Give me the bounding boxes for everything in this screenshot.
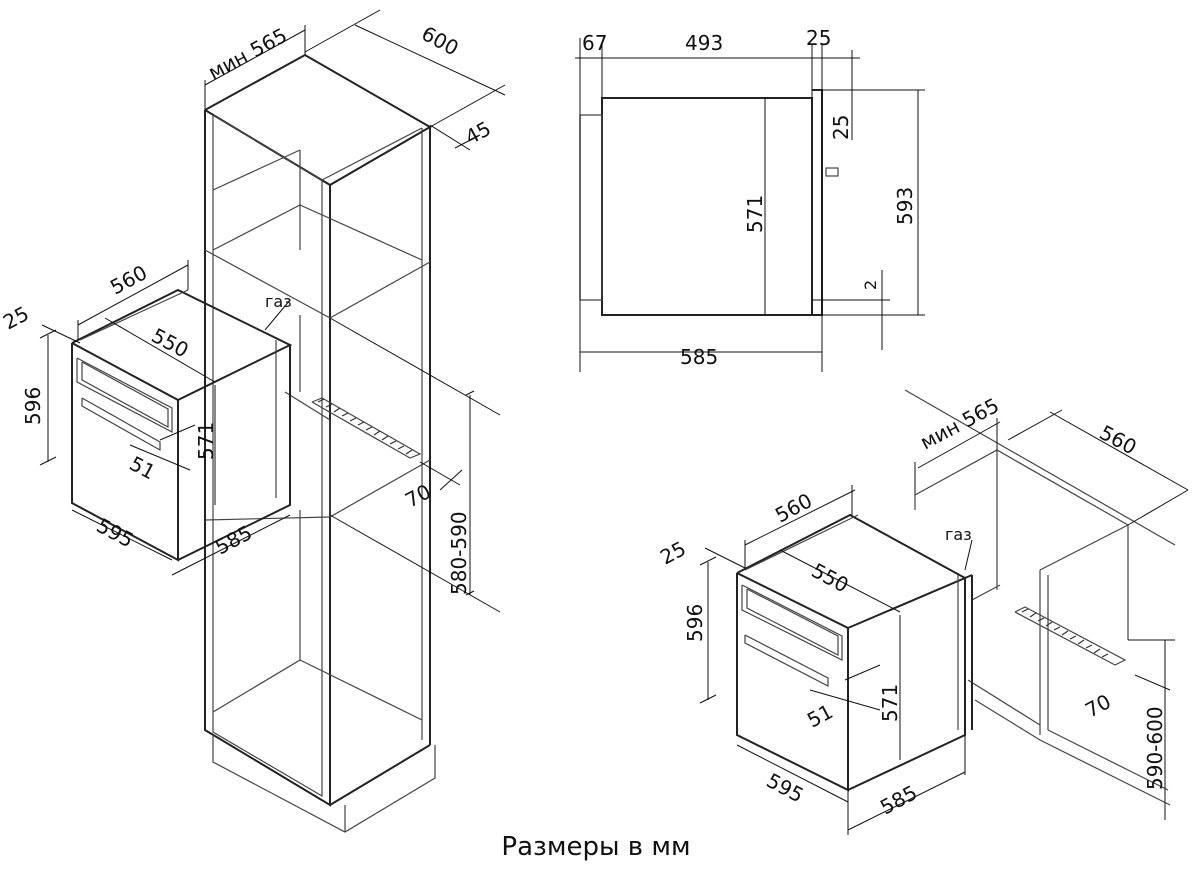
cabinet-niche-height-label: 580-590 — [447, 511, 471, 595]
oven-left — [39, 260, 293, 576]
oven-left-gas-label: газ — [265, 292, 292, 311]
side-view — [575, 38, 925, 372]
oven-right-body-width-label: 585 — [876, 780, 921, 819]
caption: Размеры в мм — [501, 832, 691, 862]
cabinet-min-width-label: мин 565 — [204, 23, 291, 84]
oven-left-body-width-label: 585 — [211, 520, 256, 559]
oven-right-inner-depth-label: 550 — [808, 558, 853, 597]
oven-left-body-height-label: 571 — [194, 422, 218, 460]
tall-cabinet — [204, 9, 506, 833]
oven-right-width-label: 595 — [763, 768, 808, 807]
undercounter-niche — [904, 389, 1189, 820]
oven-right-gas-label: газ — [945, 525, 972, 544]
oven-left-height-label: 596 — [21, 387, 45, 425]
cabinet-depth-label: 600 — [418, 21, 463, 60]
oven-left-offset-label: 25 — [0, 301, 33, 334]
oven-right-handle-label: 51 — [803, 699, 837, 732]
oven-right — [699, 485, 973, 835]
oven-right-height-label: 596 — [683, 604, 707, 642]
niche-vent-gap-label: 70 — [1081, 689, 1115, 722]
niche-depth-label: 560 — [1096, 420, 1141, 459]
side-total-width-label: 585 — [680, 345, 718, 369]
side-top-gap-label: 25 — [829, 115, 853, 140]
oven-left-depth-top-label: 560 — [106, 260, 151, 299]
side-total-height-label: 593 — [893, 187, 917, 225]
oven-right-offset-label: 25 — [656, 536, 690, 569]
oven-left-handle-label: 51 — [126, 451, 160, 484]
side-back-label: 25 — [806, 26, 831, 50]
side-bottom-gap-label: 2 — [861, 280, 880, 290]
side-front-label: 67 — [582, 31, 607, 55]
oven-left-width-label: 595 — [93, 513, 138, 552]
niche-height-label: 590-600 — [1143, 706, 1167, 790]
side-body-height-label: 571 — [743, 195, 767, 233]
side-body-label: 493 — [685, 31, 723, 55]
oven-right-depth-top-label: 560 — [771, 488, 816, 527]
cabinet-back-gap-label: 45 — [461, 116, 495, 149]
oven-right-body-height-label: 571 — [878, 684, 902, 722]
